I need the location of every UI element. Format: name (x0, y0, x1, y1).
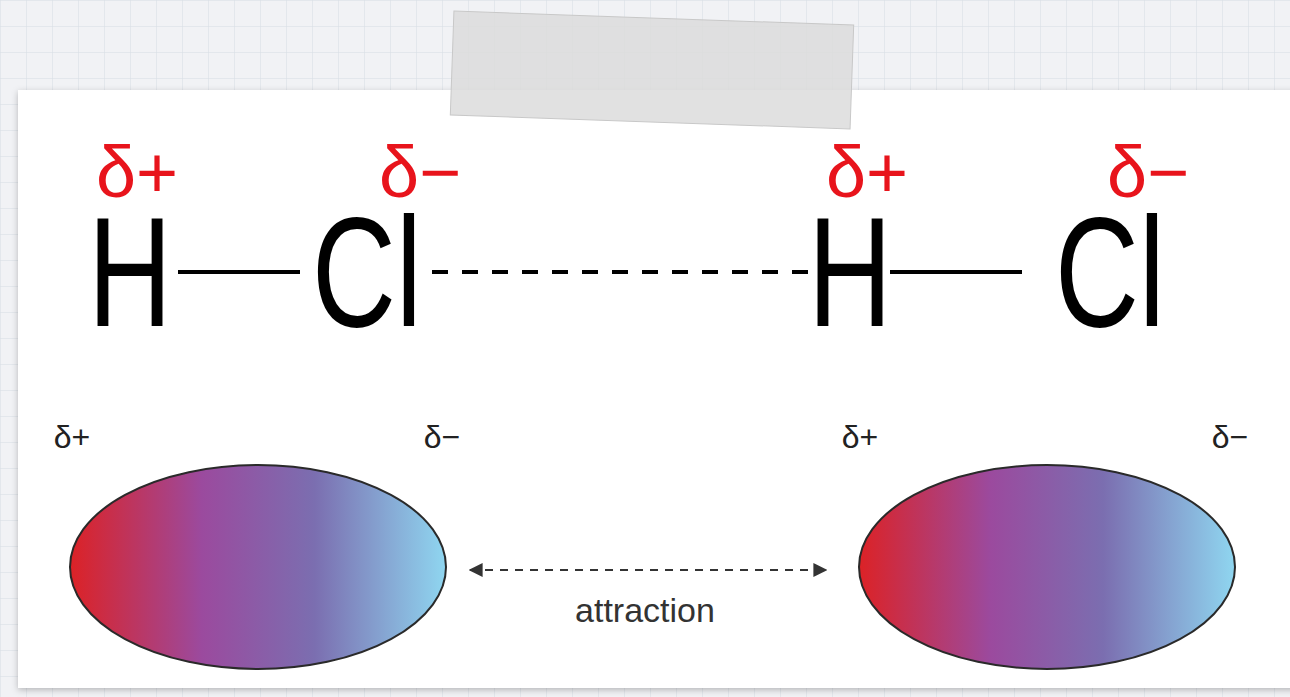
atom-symbol: H (808, 195, 892, 350)
partial-charge: δ+ (54, 421, 91, 453)
partial-charge: δ− (1212, 421, 1249, 453)
covalent-bond (178, 270, 300, 274)
atom-symbol: Cl (312, 195, 422, 350)
attraction-arrow (470, 569, 826, 571)
covalent-bond (890, 270, 1022, 274)
tape-strip (450, 11, 853, 129)
atom-symbol: Cl (1055, 195, 1165, 350)
partial-charge: δ− (424, 421, 461, 453)
dipole-ellipse (859, 465, 1235, 669)
card (18, 90, 1290, 688)
dipole-attraction-dash (432, 270, 810, 274)
partial-charge: δ+ (842, 421, 879, 453)
dipole-ellipse (70, 465, 446, 669)
atom-symbol: H (88, 195, 172, 350)
arrow-label: attraction (575, 593, 715, 627)
